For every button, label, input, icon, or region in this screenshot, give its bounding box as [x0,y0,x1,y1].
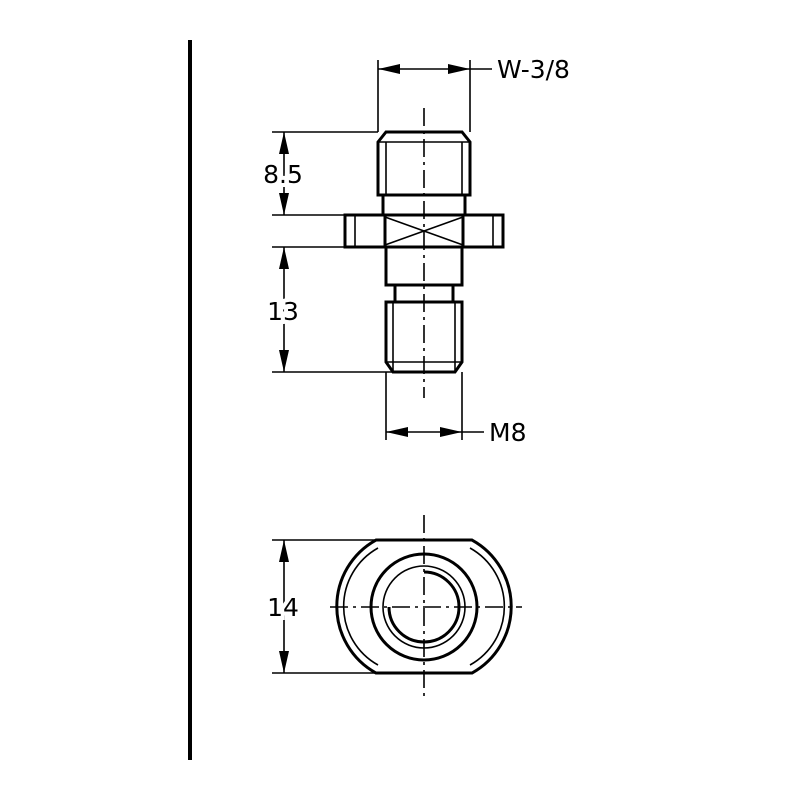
dim-bottom-thread-size: M8 [385,372,526,447]
upper-neck [381,195,467,215]
dim-arrow-bottom [279,350,289,372]
dim-arrow-right [440,427,462,437]
dim-arrow-bottom [279,651,289,673]
thread-minor-arc [387,570,461,644]
dim-label-top-thread: 8.5 [263,160,303,189]
dim-arrow-top [279,247,289,269]
dim-label-across-flats: 14 [267,593,299,622]
side-view [343,108,505,398]
relief-groove [393,285,455,302]
dim-top-thread-length: 8.5 [259,131,378,216]
dim-hex-width: W-3/8 [377,55,570,132]
dim-label-bottom-thread: 13 [267,297,299,326]
hex-cross-2 [384,216,464,246]
end-view [330,515,522,700]
dim-label-thread-size: M8 [489,418,526,447]
hex-outline [335,538,513,675]
dim-arrow-top [279,132,289,154]
dim-arrow-bottom [279,193,289,215]
dim-arrow-right [448,64,470,74]
dim-arrow-top [279,540,289,562]
dim-hex-across-flats: 14 [263,539,376,674]
dim-arrow-left [386,427,408,437]
dim-bottom-thread-length: 13 [263,246,393,373]
dim-label-hex-width: W-3/8 [497,55,570,84]
dim-arrow-left [378,64,400,74]
